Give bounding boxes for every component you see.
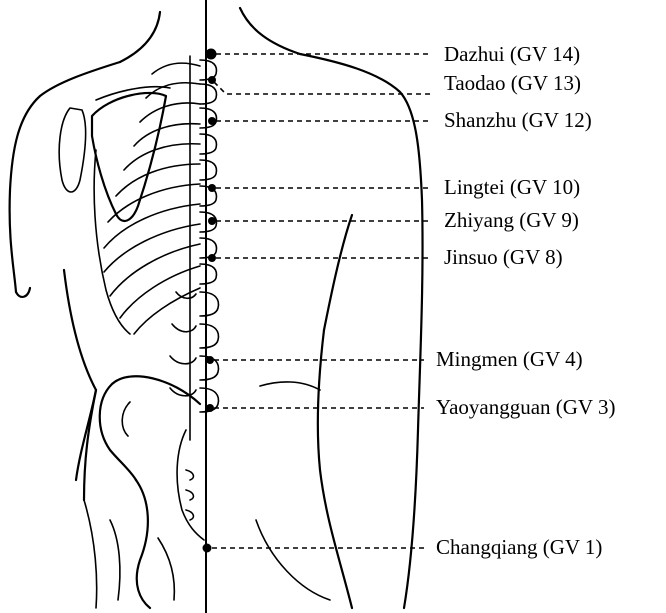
acupoint-label: Shanzhu (GV 12) <box>444 108 592 132</box>
point-zhiyang: Zhiyang (GV 9) <box>208 208 579 232</box>
acupoint-marker <box>206 356 214 364</box>
acupoint-marker <box>208 254 216 262</box>
point-taodao: Taodao (GV 13) <box>208 71 581 95</box>
acupoint-marker <box>208 217 216 225</box>
point-lingtei: Lingtei (GV 10) <box>208 175 580 199</box>
acupoint-label: Dazhui (GV 14) <box>444 42 580 66</box>
pelvis <box>84 376 204 608</box>
point-changqiang: Changqiang (GV 1) <box>203 535 603 559</box>
acupoint-label: Zhiyang (GV 9) <box>444 208 579 232</box>
acupoint-marker <box>206 49 217 60</box>
point-mingmen: Mingmen (GV 4) <box>206 347 583 371</box>
acupoint-label: Jinsuo (GV 8) <box>444 245 563 269</box>
point-shanzhu: Shanzhu (GV 12) <box>208 108 592 132</box>
acupoint-marker <box>208 117 216 125</box>
vertebral-column <box>170 56 218 440</box>
acupoint-label: Lingtei (GV 10) <box>444 175 580 199</box>
acupoint-marker <box>203 544 212 553</box>
acupoint-marker <box>206 404 214 412</box>
point-yaoyangguan: Yaoyangguan (GV 3) <box>206 395 615 419</box>
scapula <box>59 87 170 221</box>
acupoint-marker <box>208 184 216 192</box>
point-dazhui: Dazhui (GV 14) <box>206 42 581 66</box>
acupoint-label: Changqiang (GV 1) <box>436 535 602 559</box>
acupoint-label: Taodao (GV 13) <box>444 71 581 95</box>
acupoint-label: Mingmen (GV 4) <box>436 347 583 371</box>
acupoint-label: Yaoyangguan (GV 3) <box>436 395 615 419</box>
point-jinsuo: Jinsuo (GV 8) <box>208 245 563 269</box>
